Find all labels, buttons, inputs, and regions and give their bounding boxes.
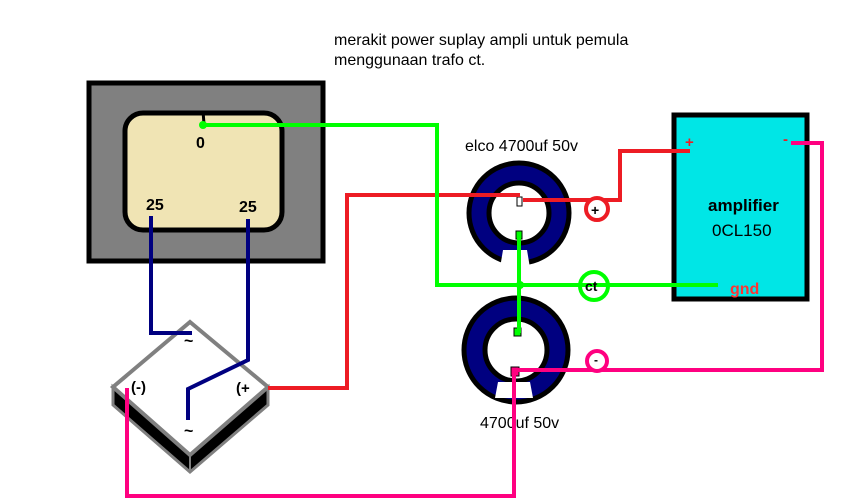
amplifier-body (671, 112, 810, 302)
amplifier-title: amplifier (708, 196, 779, 215)
node-ct: ct (578, 270, 610, 302)
node-plus-ring (584, 196, 610, 222)
node-minus-ring (585, 349, 609, 373)
node-minus-label: - (594, 353, 598, 367)
tap-label-right: 25 (239, 199, 257, 216)
ground-junction-dot (516, 281, 524, 289)
positive-wire-bridge-to-cap (268, 193, 520, 390)
transformer: 0 25 25 (86, 80, 326, 264)
node-minus: - (585, 349, 609, 373)
node-plus: + (584, 196, 610, 222)
node-ct-ring (578, 270, 610, 302)
node-ct-label: ct (585, 278, 598, 294)
negative-wire-cap-to-amp (517, 141, 824, 372)
amplifier: amplifier 0CL150 + - gnd (671, 112, 810, 302)
bridge-positive-label: (+ (236, 380, 250, 397)
positive-wires (268, 149, 690, 390)
title-line-2: menggunaan trafo ct. (334, 52, 486, 69)
ac-wire-left (149, 216, 192, 335)
tap-label-center: 0 (196, 135, 205, 152)
ct-tap-dot (199, 121, 207, 129)
capacitor-top-stripe (500, 250, 530, 268)
positive-wire-cap-to-amp (523, 149, 690, 202)
capacitor-bottom-label: 4700uf 50v (480, 415, 559, 432)
tap-label-left: 25 (146, 197, 164, 214)
node-plus-label: + (591, 202, 599, 218)
capacitor-bottom: 4700uf 50v (461, 295, 571, 432)
negative-wire-bridge-to-cap (125, 371, 516, 498)
negative-wires (125, 141, 824, 498)
bridge-ac-bottom-label: ~ (184, 423, 193, 440)
title-line-1: merakit power suplay ampli untuk pemula (334, 32, 629, 49)
bridge-ac-top-label: ~ (184, 333, 193, 350)
bridge-rectifier: ~ ~ (-) (+ (109, 319, 272, 474)
ac-wire-right (186, 219, 250, 420)
amplifier-plus-terminal: + (685, 134, 694, 151)
amplifier-gnd-terminal: gnd (730, 281, 759, 298)
bridge-negative-label: (-) (131, 379, 146, 396)
ac-wires (149, 216, 250, 420)
ground-wire-ct-to-node (204, 123, 718, 287)
amplifier-minus-terminal: - (783, 131, 788, 148)
capacitor-top: elco 4700uf 50v (465, 138, 578, 268)
capacitor-top-lead-positive (516, 196, 523, 207)
amplifier-model: 0CL150 (712, 221, 772, 240)
capacitor-top-label: elco 4700uf 50v (465, 138, 578, 155)
